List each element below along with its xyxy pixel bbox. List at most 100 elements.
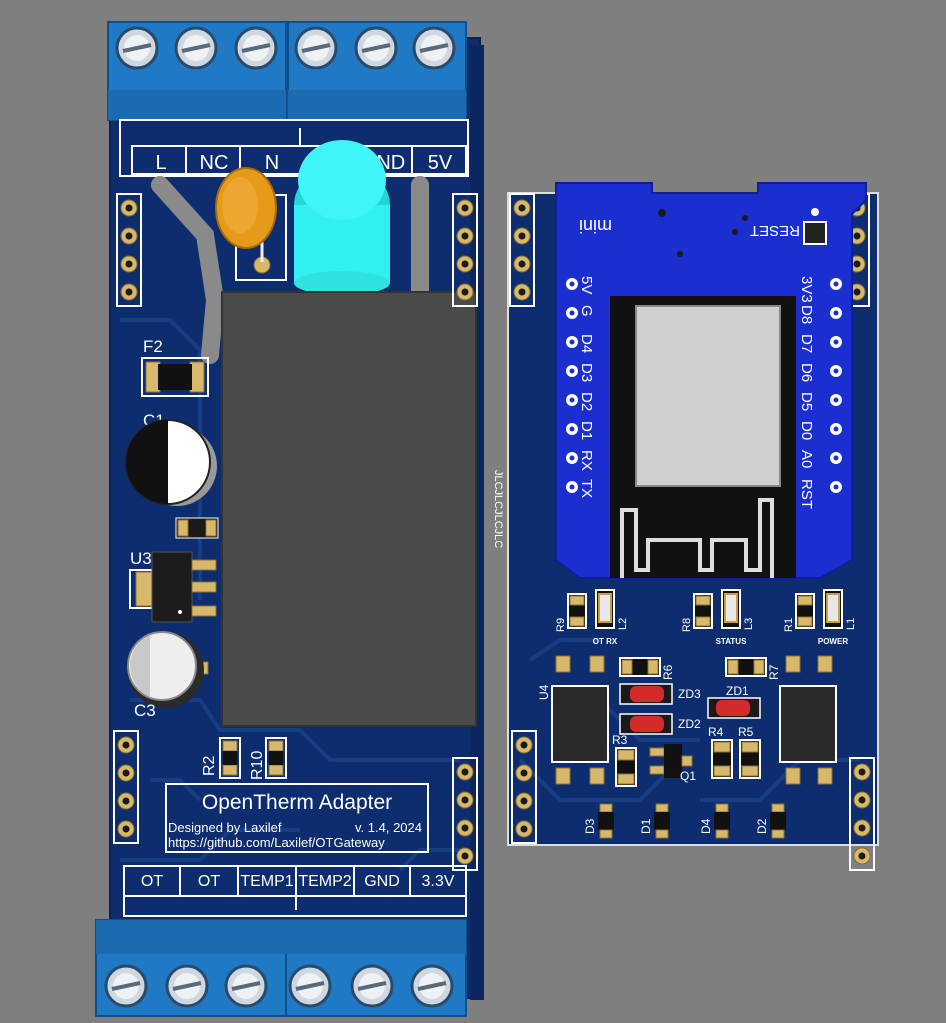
header-right-top-left [509, 193, 535, 307]
varistor [215, 167, 287, 281]
bottom-terminal-block [95, 919, 467, 1017]
wemos-pin-right-d6: D6 [798, 363, 815, 382]
reset-button[interactable] [803, 221, 827, 245]
bottom-screw-1[interactable] [104, 964, 148, 1008]
diode-d4: D4 [699, 803, 730, 839]
title-block: OpenTherm Adapter Designed by Laxilef v.… [165, 783, 429, 853]
board-designer: Designed by Laxilef [168, 820, 282, 835]
main-board: L NC N GND 5V F2 [95, 21, 504, 1017]
wemos-pin-right-d0: D0 [798, 421, 815, 440]
resistor-r3: R3 [612, 733, 637, 787]
wemos-pin-right-rst: RST [798, 479, 815, 509]
ref-u3: U3 [130, 549, 152, 568]
ref-d2: D2 [755, 818, 769, 834]
top-screw-3[interactable] [234, 26, 278, 70]
bottom-screw-terminals[interactable] [104, 964, 454, 1008]
wemos-pin-left-d4: D4 [578, 334, 595, 353]
optocoupler-u4: U4 [537, 655, 609, 785]
ref-r3: R3 [612, 733, 628, 747]
bottom-label-ot2: OT [198, 873, 220, 890]
top-terminal-block [107, 21, 467, 121]
wemos-reset-label: RESET [750, 222, 800, 239]
diode-d1: D1 [639, 803, 670, 839]
ref-d1: D1 [639, 818, 653, 834]
wemos-pin-left-rx: RX [578, 450, 595, 471]
diode-d2: D2 [755, 803, 786, 839]
resistor-r4: R4 [708, 725, 733, 779]
wemos-pin-right-a0: A0 [798, 450, 815, 468]
led-group-1: R9 L2 OT RX [555, 589, 629, 646]
ref-r4: R4 [708, 725, 724, 739]
wemos-pin-right-3v3: 3V3 [798, 276, 815, 303]
top-label-n: N [265, 152, 279, 174]
header-main-bottom-right [452, 757, 478, 871]
board-title: OpenTherm Adapter [202, 791, 392, 814]
wemos-pin-right-d5: D5 [798, 392, 815, 411]
wemos-pin-left-d2: D2 [578, 392, 595, 411]
ref-l1: L1 [845, 618, 857, 630]
ref-c3: C3 [134, 701, 156, 720]
ref-r10: R10 [249, 751, 266, 780]
ref-zd3: ZD3 [678, 687, 701, 701]
resistor-r6: R6 [619, 657, 675, 680]
wemos-d1-mini: mini RESET 5VGD4D3D2D1RXTX3V3D8D7D6D5D0A… [555, 182, 867, 579]
bottom-label-3v3: 3.3V [422, 873, 455, 890]
top-screw-2[interactable] [174, 26, 218, 70]
zener-zd2: ZD2 [619, 713, 701, 735]
board-version: v. 1.4, 2024 [355, 820, 422, 835]
diode-d3: D3 [583, 803, 614, 839]
bottom-screw-4[interactable] [288, 964, 332, 1008]
optocoupler-u5 [779, 655, 837, 785]
header-right-bottom-left [511, 730, 537, 844]
wemos-label: mini [579, 216, 612, 236]
bottom-label-gnd: GND [364, 873, 400, 890]
ref-r6: R6 [661, 664, 675, 680]
ref-r1: R1 [783, 618, 795, 632]
top-screw-5[interactable] [354, 26, 398, 70]
main-board-headers [113, 193, 478, 871]
bottom-screw-2[interactable] [165, 964, 209, 1008]
wemos-pin-right-d8: D8 [798, 305, 815, 324]
capacitor-c3: C3 [127, 631, 209, 720]
ref-r5: R5 [738, 725, 754, 739]
zener-zd3: ZD3 [619, 683, 701, 705]
wemos-pin-right-d7: D7 [798, 334, 815, 353]
top-label-nc: NC [200, 152, 229, 174]
top-screw-6[interactable] [412, 26, 456, 70]
wemos-pin-left-tx: TX [578, 479, 595, 498]
header-main-top-right [452, 193, 478, 307]
ref-l3: L3 [743, 618, 755, 630]
ref-f2: F2 [143, 337, 163, 356]
right-board-headers [509, 193, 875, 871]
ref-r8: R8 [681, 618, 693, 632]
right-board-traces [518, 638, 860, 802]
jlc-side-text: JLCJLCJLCJLC [492, 470, 504, 548]
esp-shield [635, 305, 781, 487]
header-main-top-left [116, 193, 142, 307]
header-right-bottom-right [849, 757, 875, 871]
top-label-l: L [155, 152, 166, 174]
ref-zd2: ZD2 [678, 717, 701, 731]
right-board: mini RESET 5VGD4D3D2D1RXTX3V3D8D7D6D5D0A… [507, 182, 879, 871]
bottom-screw-6[interactable] [410, 964, 454, 1008]
top-screw-terminals[interactable] [115, 26, 456, 70]
bottom-screw-5[interactable] [350, 964, 394, 1008]
led-caption-2: STATUS [716, 637, 747, 646]
ref-u4: U4 [537, 684, 551, 700]
top-screw-4[interactable] [294, 26, 338, 70]
relay [221, 291, 477, 727]
led-caption-1: OT RX [593, 637, 618, 646]
ref-r7: R7 [767, 664, 781, 680]
header-main-bottom-left [113, 730, 139, 844]
board-url: https://github.com/Laxilef/OTGateway [168, 835, 385, 850]
led-caption-3: POWER [818, 637, 848, 646]
wemos-pin-left-d1: D1 [578, 421, 595, 440]
ref-r9: R9 [555, 618, 567, 632]
top-screw-1[interactable] [115, 26, 159, 70]
bottom-screw-3[interactable] [224, 964, 268, 1008]
ref-l2: L2 [617, 618, 629, 630]
